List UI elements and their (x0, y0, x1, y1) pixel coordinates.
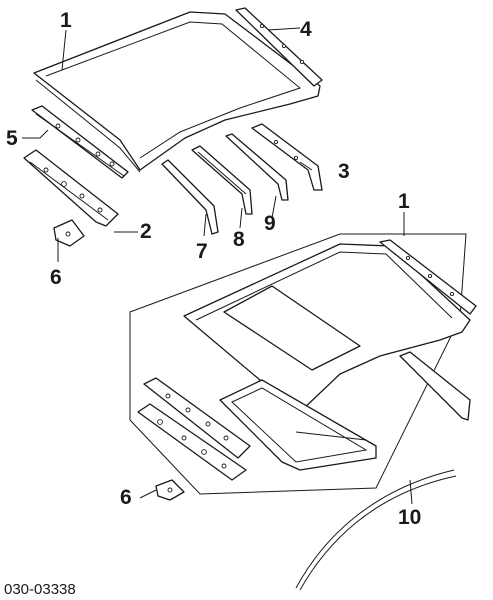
callout-bow-9: 9 (264, 212, 276, 235)
bow-8 (191, 145, 253, 215)
callout-roof-panel: 1 (60, 9, 72, 32)
drawing-code: 030-03338 (4, 581, 76, 598)
front-header-lower (137, 403, 247, 481)
molding (295, 469, 457, 591)
front-header (23, 149, 119, 227)
side-rail-right (235, 7, 323, 87)
roof-panel (33, 11, 321, 173)
bow-9 (225, 133, 289, 201)
bow-7 (161, 159, 219, 235)
sunroof-group-outline (129, 233, 467, 495)
callout-side-rail: 4 (300, 18, 312, 41)
leader-lines-lower (139, 212, 413, 505)
front-bow (31, 105, 129, 179)
callout-rear-rail: 3 (338, 160, 350, 183)
bracket-upper (53, 219, 85, 247)
callout-molding: 10 (398, 506, 421, 529)
callout-front-header: 2 (140, 220, 152, 243)
side-rail-right-lower (379, 239, 477, 315)
sunroof-frame (219, 379, 377, 471)
callout-bow-7: 7 (196, 240, 208, 263)
callout-bracket-upper: 6 (50, 266, 62, 289)
callout-front-bow: 5 (6, 127, 18, 150)
callout-bracket-lower: 6 (120, 486, 132, 509)
front-bow-lower (143, 377, 251, 459)
callout-roof-panel-sunroof: 1 (398, 190, 410, 213)
leader-lines-upper (22, 27, 313, 262)
bracket-lower (155, 479, 185, 501)
rear-rail-lower (399, 351, 471, 421)
callout-bow-8: 8 (233, 228, 245, 251)
roof-panel-sunroof (183, 243, 471, 413)
rear-rail (251, 123, 323, 191)
